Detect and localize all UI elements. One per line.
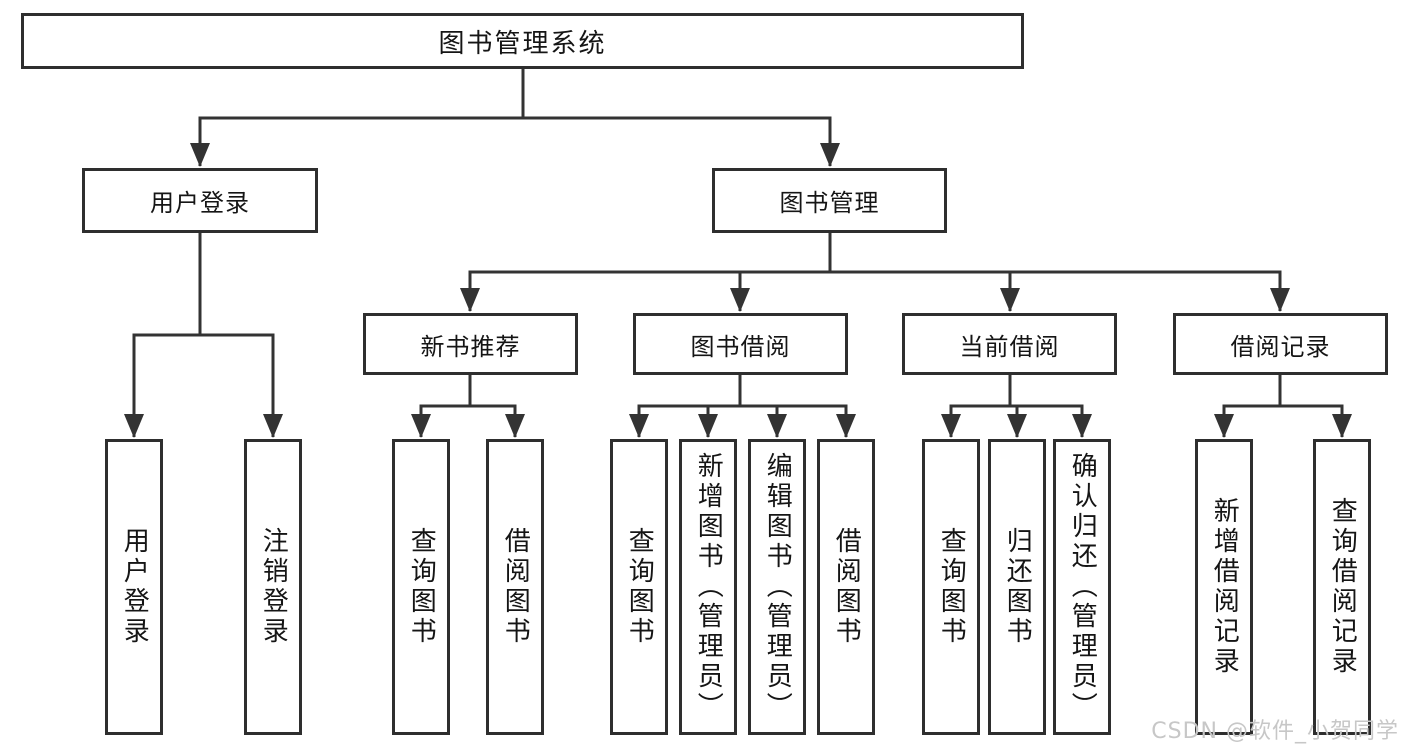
leaf-add-borrow-record-label: 新增借阅记录	[1209, 497, 1240, 677]
leaf-confirm-return-admin: 确认归还（管理员）	[1053, 439, 1111, 735]
connector-m4-leaf1	[1214, 375, 1282, 438]
connector-m1-leaf1	[411, 375, 472, 438]
leaf-edit-books-admin: 编辑图书（管理员）	[748, 439, 806, 735]
leaf-query-books-3: 查询图书	[922, 439, 980, 735]
leaf-user-login: 用户登录	[105, 439, 163, 735]
node-borrowing-records: 借阅记录	[1173, 313, 1388, 375]
leaf-borrow-books-2: 借阅图书	[817, 439, 875, 735]
leaf-query-books-2: 查询图书	[610, 439, 668, 735]
connector-m2-leaf4	[738, 375, 856, 438]
leaf-user-login-label: 用户登录	[119, 527, 150, 647]
node-current-borrowing: 当前借阅	[902, 313, 1117, 375]
leaf-borrow-books-2-label: 借阅图书	[831, 527, 862, 647]
leaf-edit-books-admin-label: 编辑图书（管理员）	[762, 452, 793, 722]
node-book-borrowing: 图书借阅	[633, 313, 848, 375]
leaf-return-books: 归还图书	[988, 439, 1046, 735]
leaf-add-borrow-record: 新增借阅记录	[1195, 439, 1253, 735]
connector-mgmt-module4	[828, 233, 1290, 312]
connector-m3-leaf3	[1008, 375, 1092, 438]
leaf-add-books-admin-label: 新增图书（管理员）	[693, 452, 724, 722]
leaf-return-books-label: 归还图书	[1002, 527, 1033, 647]
connector-m3-leaf1	[941, 375, 1012, 438]
connector-root-book-management	[521, 69, 840, 167]
leaf-add-books-admin: 新增图书（管理员）	[679, 439, 737, 735]
leaf-query-books-1: 查询图书	[392, 439, 450, 735]
connector-root-user-login	[190, 69, 525, 167]
leaf-borrow-books-1-label: 借阅图书	[500, 527, 531, 647]
connector-login-leaf2	[198, 233, 283, 438]
connector-m2-leaf2	[698, 375, 742, 438]
leaf-logout-label: 注销登录	[258, 527, 289, 647]
leaf-query-books-2-label: 查询图书	[624, 527, 655, 647]
node-book-management: 图书管理	[712, 168, 947, 233]
leaf-query-books-3-label: 查询图书	[936, 527, 967, 647]
leaf-borrow-books-1: 借阅图书	[486, 439, 544, 735]
node-new-book-recommendation: 新书推荐	[363, 313, 578, 375]
csdn-watermark: CSDN @软件_小贺同学	[1151, 719, 1399, 744]
leaf-confirm-return-admin-label: 确认归还（管理员）	[1067, 452, 1098, 722]
leaf-query-books-1-label: 查询图书	[406, 527, 437, 647]
leaf-logout: 注销登录	[244, 439, 302, 735]
leaf-query-borrow-record-label: 查询借阅记录	[1327, 497, 1358, 677]
node-user-login: 用户登录	[82, 168, 318, 233]
node-library-management-system: 图书管理系统	[21, 13, 1024, 69]
connector-m1-leaf2	[468, 375, 525, 438]
connector-login-leaf1	[124, 233, 202, 438]
connector-m4-leaf2	[1278, 375, 1352, 438]
leaf-query-borrow-record: 查询借阅记录	[1313, 439, 1371, 735]
connector-mgmt-module2	[730, 233, 832, 312]
